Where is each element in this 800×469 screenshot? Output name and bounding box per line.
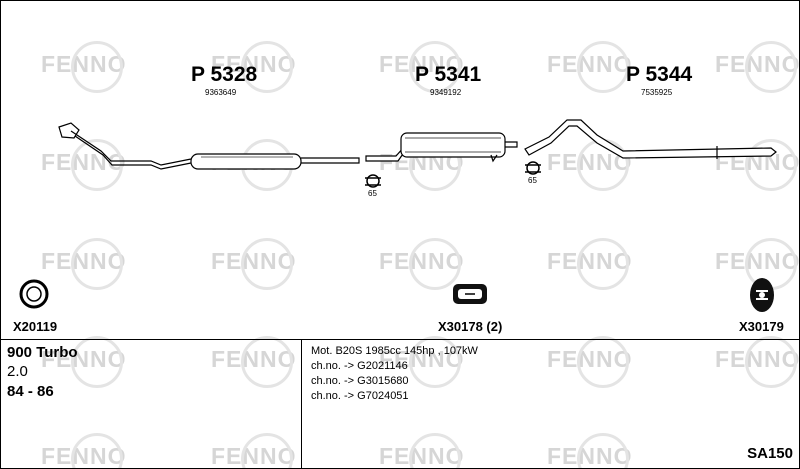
- watermark: FENNO: [715, 139, 800, 191]
- front-pipe-drawing: [58, 122, 360, 170]
- tail-pipe-drawing: [524, 119, 777, 159]
- watermark: FENNO: [379, 433, 465, 469]
- watermark: FENNO: [211, 238, 297, 290]
- chassis-note: ch.no. -> G2021146: [311, 360, 408, 372]
- fitting-code: X20119: [13, 319, 58, 334]
- hanger-ring-right: [525, 161, 541, 175]
- part-code: P 5328: [191, 63, 258, 86]
- centre-silencer-drawing: [365, 132, 518, 163]
- hanger-ref: 65: [368, 189, 377, 198]
- footer-column-divider: [301, 339, 302, 468]
- watermark: FENNO: [41, 433, 127, 469]
- rubber-hanger-drawing: [453, 284, 487, 304]
- chassis-note: ch.no. -> G3015680: [311, 375, 409, 387]
- oem-number: 7535925: [641, 88, 673, 97]
- watermark: FENNO: [211, 41, 297, 93]
- vehicle-engine: 2.0: [7, 363, 28, 380]
- watermark: FENNO: [41, 41, 127, 93]
- chassis-note: ch.no. -> G7024051: [311, 390, 409, 402]
- watermark: FENNO: [547, 41, 633, 93]
- watermark: FENNO: [547, 238, 633, 290]
- motor-note: Mot. B20S 1985cc 145hp , 107kW: [311, 345, 478, 357]
- watermark: FENNO: [379, 41, 465, 93]
- part-code: P 5341: [415, 63, 482, 86]
- watermark: FENNO: [715, 238, 800, 290]
- watermark: FENNO: [379, 336, 465, 388]
- gasket-ring-drawing: [19, 279, 49, 309]
- footer-divider: [1, 339, 799, 340]
- hanger-ring-left: [365, 174, 381, 188]
- watermark: FENNO: [211, 433, 297, 469]
- rubber-mount-drawing: [750, 278, 774, 312]
- vehicle-model: 900 Turbo: [7, 344, 78, 361]
- watermark: FENNO: [715, 41, 800, 93]
- fitting-code: X30179: [739, 319, 784, 334]
- watermark: FENNO: [547, 433, 633, 469]
- watermark: FENNO: [41, 336, 127, 388]
- watermark: FENNO: [715, 336, 800, 388]
- watermark: FENNO: [41, 238, 127, 290]
- hanger-ref: 65: [528, 176, 537, 185]
- oem-number: 9363649: [205, 88, 237, 97]
- vehicle-years: 84 - 86: [7, 383, 54, 400]
- watermark: FENNO: [547, 336, 633, 388]
- part-code: P 5344: [626, 63, 693, 86]
- watermark: FENNO: [379, 238, 465, 290]
- oem-number: 9349192: [430, 88, 462, 97]
- diagram-reference: SA150: [747, 445, 793, 462]
- fitting-code: X30178 (2): [438, 319, 503, 334]
- watermark: FENNO: [211, 336, 297, 388]
- watermark: FENNO: [41, 139, 127, 191]
